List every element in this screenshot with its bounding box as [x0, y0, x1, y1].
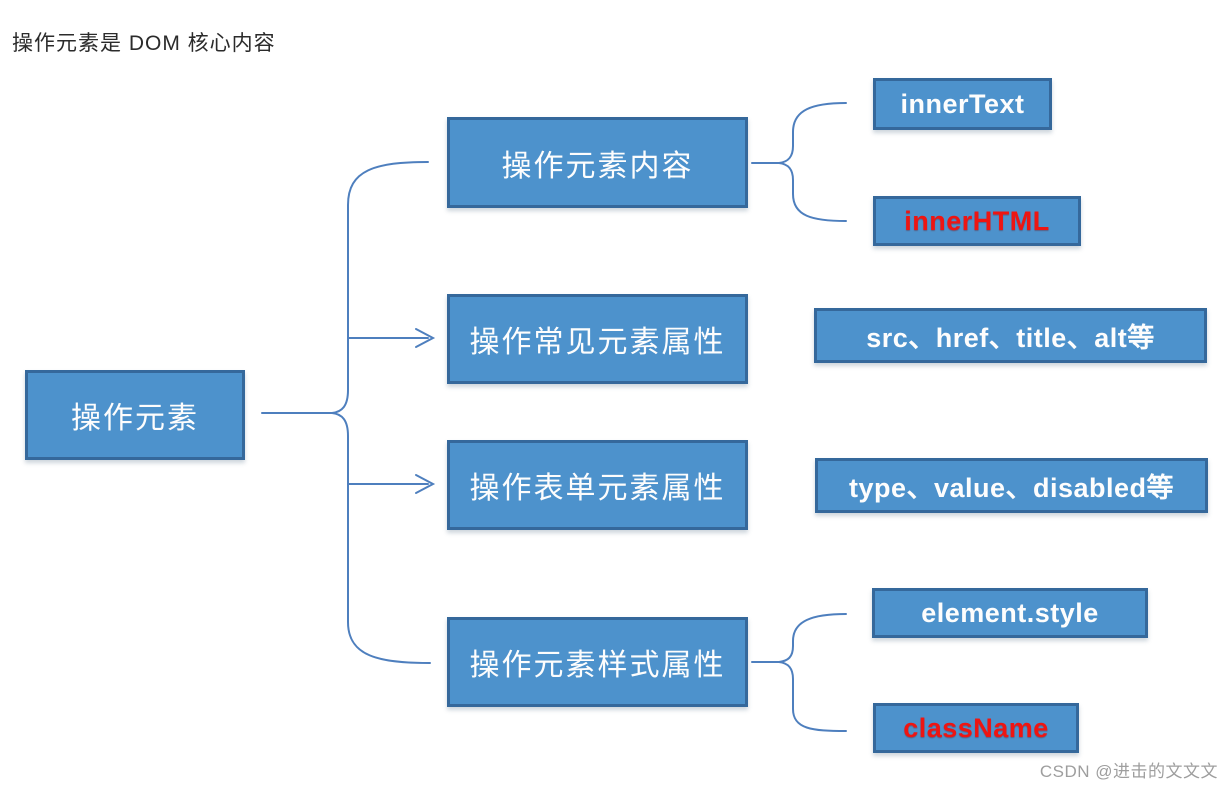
node-common-attr-examples: src、href、title、alt等: [814, 308, 1207, 363]
node-innerhtml: innerHTML: [873, 196, 1081, 246]
node-element-style: element.style: [872, 588, 1148, 638]
page-title: 操作元素是 DOM 核心内容: [12, 32, 276, 55]
node-innertext: innerText: [873, 78, 1052, 130]
node-form-attributes: 操作表单元素属性: [447, 440, 748, 530]
node-style-attributes: 操作元素样式属性: [447, 617, 748, 707]
node-element-content: 操作元素内容: [447, 117, 748, 208]
connector-content-brace: [778, 102, 847, 222]
node-classname: className: [873, 703, 1079, 753]
node-common-attributes: 操作常见元素属性: [447, 294, 748, 384]
arrowhead-form: [415, 474, 436, 494]
csdn-watermark: CSDN @进击的文文文: [1039, 762, 1218, 781]
arrowhead-common: [415, 328, 436, 348]
connector-main-brace: [331, 161, 431, 664]
node-form-attr-examples: type、value、disabled等: [815, 458, 1208, 513]
node-operate-element: 操作元素: [25, 370, 245, 460]
connector-style-brace: [778, 613, 847, 732]
